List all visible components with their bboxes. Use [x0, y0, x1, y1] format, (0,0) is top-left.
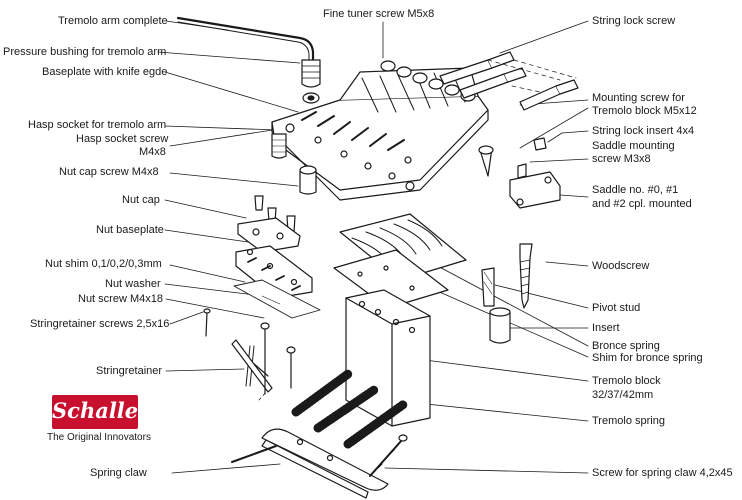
label-pivot-stud: Pivot stud	[592, 302, 641, 314]
label-screw-spring-claw: Screw for spring claw 4,2x45	[592, 467, 733, 479]
label-insert: Insert	[592, 322, 620, 334]
label-hasp-socket: Hasp socket for tremolo arm	[28, 119, 167, 131]
label-nut-baseplate: Nut baseplate	[96, 224, 164, 236]
label-saddle-mounting-1: Saddle mounting	[592, 140, 675, 152]
tremolo-arm-drawing	[176, 16, 321, 104]
label-woodscrew: Woodscrew	[592, 260, 650, 272]
label-saddle-mounting-2: screw M3x8	[592, 153, 651, 165]
stringretainer-drawing	[203, 308, 296, 401]
label-nut-shim: Nut shim 0,1/0,2/0,3mm	[45, 258, 162, 270]
label-spring-claw: Spring claw	[90, 467, 147, 479]
label-tremolo-spring: Tremolo spring	[592, 415, 665, 427]
spring-claw-drawing	[231, 428, 408, 499]
label-baseplate: Baseplate with knife egde	[42, 66, 168, 78]
string-lock-screws-drawing	[439, 51, 579, 209]
label-tremolo-block-2: 32/37/42mm	[592, 389, 654, 401]
label-saddle-no-1: Saddle no. #0, #1	[592, 184, 679, 196]
label-saddle-no-2: and #2 cpl. mounted	[592, 198, 692, 210]
brand-tagline: The Original Innovators	[47, 432, 151, 443]
label-hasp-socket-screw-1: Hasp socket screw	[76, 133, 169, 145]
label-stringretainer: Stringretainer	[96, 365, 163, 377]
label-nut-screw: Nut screw M4x18	[78, 293, 163, 305]
label-string-lock-insert: String lock insert 4x4	[592, 125, 695, 137]
label-tremolo-block-1: Tremolo block	[592, 375, 661, 387]
label-mounting-screw-1: Mounting screw for	[592, 92, 685, 104]
label-pressure-bushing: Pressure bushing for tremolo arm	[3, 46, 167, 58]
label-tremolo-arm-complete: Tremolo arm complete	[58, 15, 168, 27]
label-mounting-screw-2: Tremolo block M5x12	[592, 105, 697, 117]
pivot-stud-drawing	[481, 243, 533, 344]
label-shim-bronce-spring: Shim for bronce spring	[592, 352, 703, 364]
brand-logo-text: Schaller	[52, 398, 150, 423]
brand-logo: Schaller	[52, 395, 150, 429]
label-string-lock-screw: String lock screw	[592, 15, 676, 27]
label-nut-washer: Nut washer	[105, 278, 161, 290]
tremolo-springs-drawing	[291, 369, 409, 449]
label-bronce-spring: Bronce spring	[592, 340, 660, 352]
label-stringretainer-screws: Stringretainer screws 2,5x16	[30, 318, 170, 330]
label-hasp-socket-screw-2: M4x8	[139, 146, 166, 158]
nut-assembly-drawing	[233, 195, 321, 319]
label-nut-cap-screw: Nut cap screw M4x8	[59, 166, 159, 178]
label-nut-cap: Nut cap	[122, 194, 160, 206]
bronce-spring-drawing	[333, 213, 467, 309]
label-fine-tuner-screw: Fine tuner screw M5x8	[323, 8, 435, 20]
